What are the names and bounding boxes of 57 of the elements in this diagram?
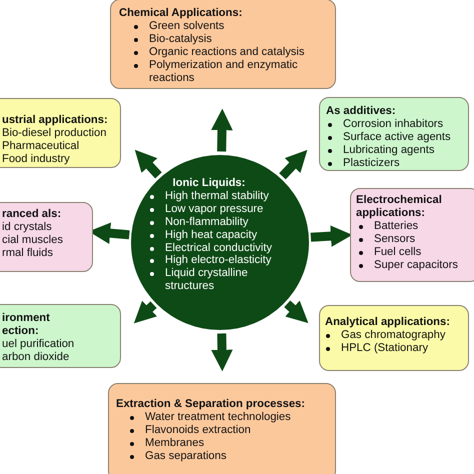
category-box <box>108 383 336 474</box>
list-item: High electro-elasticity <box>165 254 287 268</box>
list-item: Gas separations <box>145 450 335 463</box>
list-item: id crystals <box>2 220 53 234</box>
block-arrow <box>211 333 233 372</box>
heading: ustrial applications: <box>2 114 109 127</box>
list-item: Surface active agents <box>343 130 468 144</box>
block-arrow <box>310 225 352 247</box>
list-item: uel purification <box>2 338 76 351</box>
category-box <box>319 97 469 171</box>
heading: ranced als: <box>2 208 62 221</box>
list-item: Batteries <box>374 220 474 233</box>
list-item: Pharmaceutical <box>2 140 80 153</box>
list-item: Food industry <box>2 152 71 166</box>
list-item: Organic reactions and catalysis <box>149 46 335 59</box>
list-item: Corrosion inhabitors <box>343 118 468 131</box>
list-item: Plasticizers <box>343 156 468 170</box>
heading: Ionic Liquids: <box>172 177 246 190</box>
heading: ironment ection: <box>2 312 51 338</box>
category-box <box>319 305 469 371</box>
list-item: High thermal stability <box>165 190 287 203</box>
heading: Electrochemical applications: <box>356 194 443 220</box>
category-box <box>110 0 336 89</box>
block-arrow <box>279 150 308 180</box>
heading: As additives: <box>326 105 397 118</box>
list-item: Fuel cells <box>374 246 474 259</box>
list-item: arbon dioxide <box>2 350 70 364</box>
list-item: Electrical conductivity <box>165 242 287 254</box>
category-box <box>0 98 121 168</box>
heading: Analytical applications: <box>325 316 451 329</box>
block-arrow <box>134 150 162 178</box>
list-item: Gas chromatography <box>341 328 468 342</box>
list-item: HPLC (Stationary <box>341 342 468 355</box>
list-item: Polymerization and enzymatic reactions <box>149 58 335 84</box>
category-box <box>350 188 474 282</box>
list-item: rmal fluids <box>2 246 54 260</box>
list-item: Membranes <box>145 436 335 450</box>
list-item: Super capacitors <box>374 258 474 272</box>
list-item: Bio-diesel production <box>2 126 108 140</box>
list-item: Low vapor pressure <box>165 202 287 216</box>
category-box <box>0 202 93 272</box>
block-arrow <box>134 300 157 324</box>
heading: Chemical Applications: <box>119 7 244 20</box>
list-item: Sensors <box>374 232 474 246</box>
category-box <box>0 304 121 368</box>
block-arrow <box>211 108 233 152</box>
block-arrow <box>284 300 308 324</box>
heading: Extraction & Separation processes: <box>116 398 306 411</box>
list-item: Bio-catalysis <box>149 32 335 46</box>
list-item: Flavonoids extraction <box>145 424 335 437</box>
list-item: Liquid crystalline structures <box>165 267 287 294</box>
list-item: Non-flammability <box>165 216 287 229</box>
list-item: cial muscles <box>2 234 64 247</box>
list-item: Lubricating agents <box>343 144 468 157</box>
list-item: High heat capacity <box>165 228 287 242</box>
list-item: Green solvents <box>149 20 335 33</box>
list-item: Water treatment technologies <box>145 410 335 424</box>
